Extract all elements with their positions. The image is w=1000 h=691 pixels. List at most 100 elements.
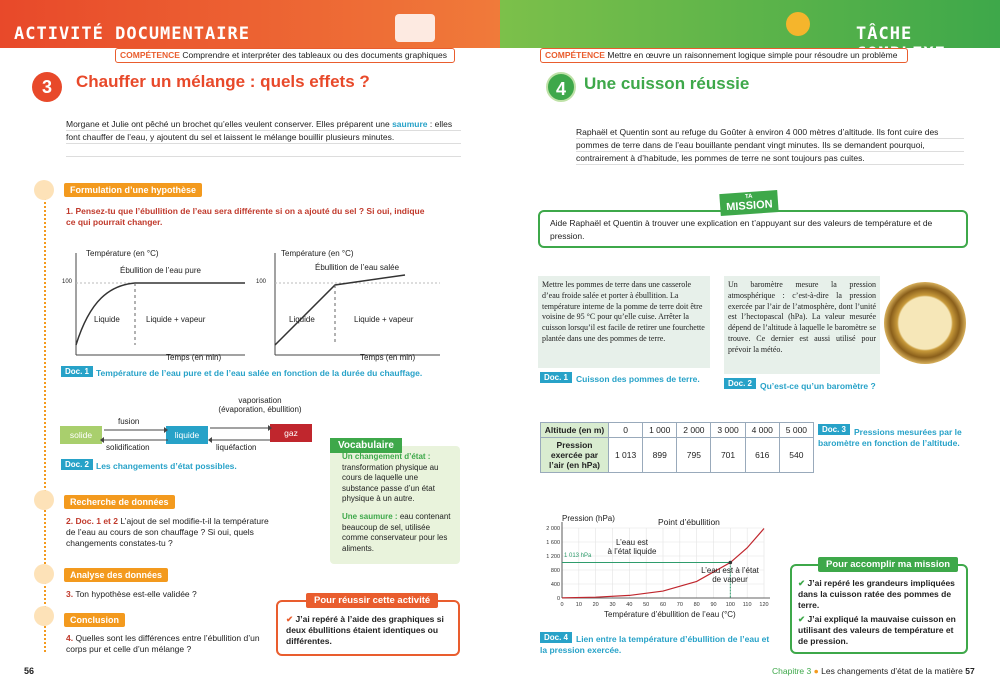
g1-liquid: Liquide	[94, 315, 120, 324]
g2-label: Ébullition de l’eau salée	[315, 263, 400, 272]
right-doc4-caption: Lien entre la température d’ébullition d…	[540, 634, 770, 655]
right-doc2-tag: Doc. 2	[724, 378, 757, 389]
g2-liquid: Liquide	[289, 315, 315, 324]
chart-series	[561, 528, 765, 599]
conclusion-icon	[34, 606, 54, 626]
question-2: 2. Doc. 1 et 2 L’ajout de sel modifie-t-…	[66, 516, 269, 548]
mission-checklist-title: Pour accomplir ma mission	[818, 557, 959, 572]
step-conclusion: Conclusion	[64, 613, 125, 627]
liquefaction-label: liquéfaction	[216, 443, 257, 452]
step-hypothesis: Formulation d’une hypothèse	[64, 183, 203, 197]
left-doc2-caption: Les changements d’état possibles.	[96, 461, 237, 471]
x-tick-label: 70	[677, 602, 683, 608]
left-intro: Morgane et Julie ont pêché un brochet qu…	[66, 118, 461, 158]
x-tick-label: 100	[726, 602, 735, 608]
left-doc1-tag: Doc. 1	[61, 366, 94, 377]
person-icon	[786, 12, 810, 36]
boiling-graphs	[75, 253, 440, 356]
table-row: Pression exercée par l’air (en hPa)1 013…	[540, 437, 815, 473]
left-banner-title: ACTIVITÉ DOCUMENTAIRE	[14, 24, 250, 44]
footer: Chapitre 3 ● Les changements d’état de l…	[772, 666, 975, 676]
y-tick-label: 800	[551, 568, 560, 574]
fusion-label: fusion	[118, 417, 140, 426]
chart-ref-label: 1 013 hPa	[564, 553, 592, 559]
boiling-curve	[561, 528, 765, 599]
right-doc2-text: Un baromètre mesure la pression atmosphé…	[724, 276, 880, 374]
barometer-icon	[884, 282, 966, 364]
chart-title: Point d’ébullition	[658, 517, 720, 527]
question-4: 4. Quelles sont les différences entre l’…	[66, 633, 260, 654]
success-box: Pour réussir cette activité ✔ J’ai repér…	[276, 593, 460, 656]
g1-tick: 100	[62, 279, 73, 285]
chart-xlabel: Température d’ébullition de l’eau (°C)	[604, 610, 736, 619]
boiling-point-marker	[728, 560, 733, 565]
vocab-box: Vocabulaire Un changement d’état : trans…	[330, 438, 460, 564]
x-tick-label: 110	[743, 602, 752, 608]
g2-xlabel: Temps (en min)	[360, 353, 416, 362]
left-doc1-caption: Température de l’eau pure et de l’eau sa…	[96, 368, 423, 378]
x-tick-label: 120	[759, 602, 768, 608]
graph-salt-water	[274, 253, 440, 356]
x-tick-label: 90	[710, 602, 716, 608]
left-title: Chauffer un mélange : quels effets ?	[76, 72, 370, 91]
mission-checklist: Pour accomplir ma mission ✔ J’ai repéré …	[790, 557, 968, 654]
x-tick-label: 30	[609, 602, 615, 608]
g1-curve	[75, 282, 245, 346]
y-tick-label: 0	[557, 596, 560, 602]
right-banner	[500, 0, 1000, 48]
solidification-label: solidification	[106, 443, 150, 452]
question-3: 3. Ton hypothèse est-elle validée ?	[66, 589, 197, 599]
g2-tick: 100	[256, 279, 267, 285]
state-gas: gaz	[270, 424, 312, 442]
right-doc3-tag: Doc. 3	[818, 424, 851, 435]
left-page-number: 56	[24, 666, 35, 676]
task-number: 4	[546, 72, 576, 102]
x-tick-label: 40	[626, 602, 632, 608]
x-tick-label: 50	[643, 602, 649, 608]
right-doc2-caption: Qu’est-ce qu’un baromètre ?	[760, 381, 876, 391]
step-analysis: Analyse des données	[64, 568, 169, 582]
x-tick-label: 60	[660, 602, 666, 608]
right-doc1-text: Mettre les pommes de terre dans une cass…	[538, 276, 710, 368]
right-doc4-tag: Doc. 4	[540, 632, 573, 643]
success-item: ✔ J’ai repéré à l’aide des graphiques si…	[286, 614, 444, 646]
chart-axes	[561, 522, 770, 599]
state-liquid: liquide	[166, 426, 208, 444]
right-doc1-tag: Doc. 1	[540, 372, 573, 383]
activity-number: 3	[32, 72, 62, 102]
right-doc3-caption: Pressions mesurées par le baromètre en f…	[818, 427, 962, 448]
y-tick-label: 1 600	[546, 540, 560, 546]
g2-ylabel: Température (en °C)	[281, 249, 354, 258]
state-arrows	[100, 425, 272, 443]
eye-icon	[34, 564, 54, 584]
check-item-2: ✔ J’ai expliqué la mauvaise cuisson en u…	[798, 614, 956, 646]
g2-curve	[274, 274, 406, 346]
x-tick-label: 20	[593, 602, 599, 608]
search-icon	[34, 490, 54, 510]
x-tick-label: 80	[694, 602, 700, 608]
left-competence: COMPÉTENCE Comprendre et interpréter des…	[115, 48, 455, 63]
mission-box: Aide Raphaël et Quentin à trouver une ex…	[538, 210, 968, 248]
y-tick-label: 2 000	[546, 526, 560, 532]
right-competence: COMPÉTENCE Mettre en œuvre un raisonneme…	[540, 48, 908, 63]
y-tick-label: 1 200	[546, 554, 560, 560]
check-item-1: ✔ J’ai repéré les grandeurs impliquées d…	[798, 578, 955, 610]
g1-ylabel: Température (en °C)	[86, 249, 159, 258]
left-doc2-tag: Doc. 2	[61, 459, 94, 470]
state-solid: solide	[60, 426, 102, 444]
success-title: Pour réussir cette activité	[306, 593, 439, 608]
graph-pure-water	[75, 253, 245, 356]
right-doc1-caption: Cuisson des pommes de terre.	[576, 374, 700, 384]
right-intro: Raphaël et Quentin sont au refuge du Goû…	[576, 126, 964, 166]
question-1: 1. Pensez-tu que l’ébullition de l’eau s…	[66, 206, 425, 227]
g1-xlabel: Temps (en min)	[166, 353, 222, 362]
timeline	[44, 182, 46, 652]
camera-icon	[395, 14, 435, 42]
right-title: Une cuisson réussie	[584, 74, 750, 93]
